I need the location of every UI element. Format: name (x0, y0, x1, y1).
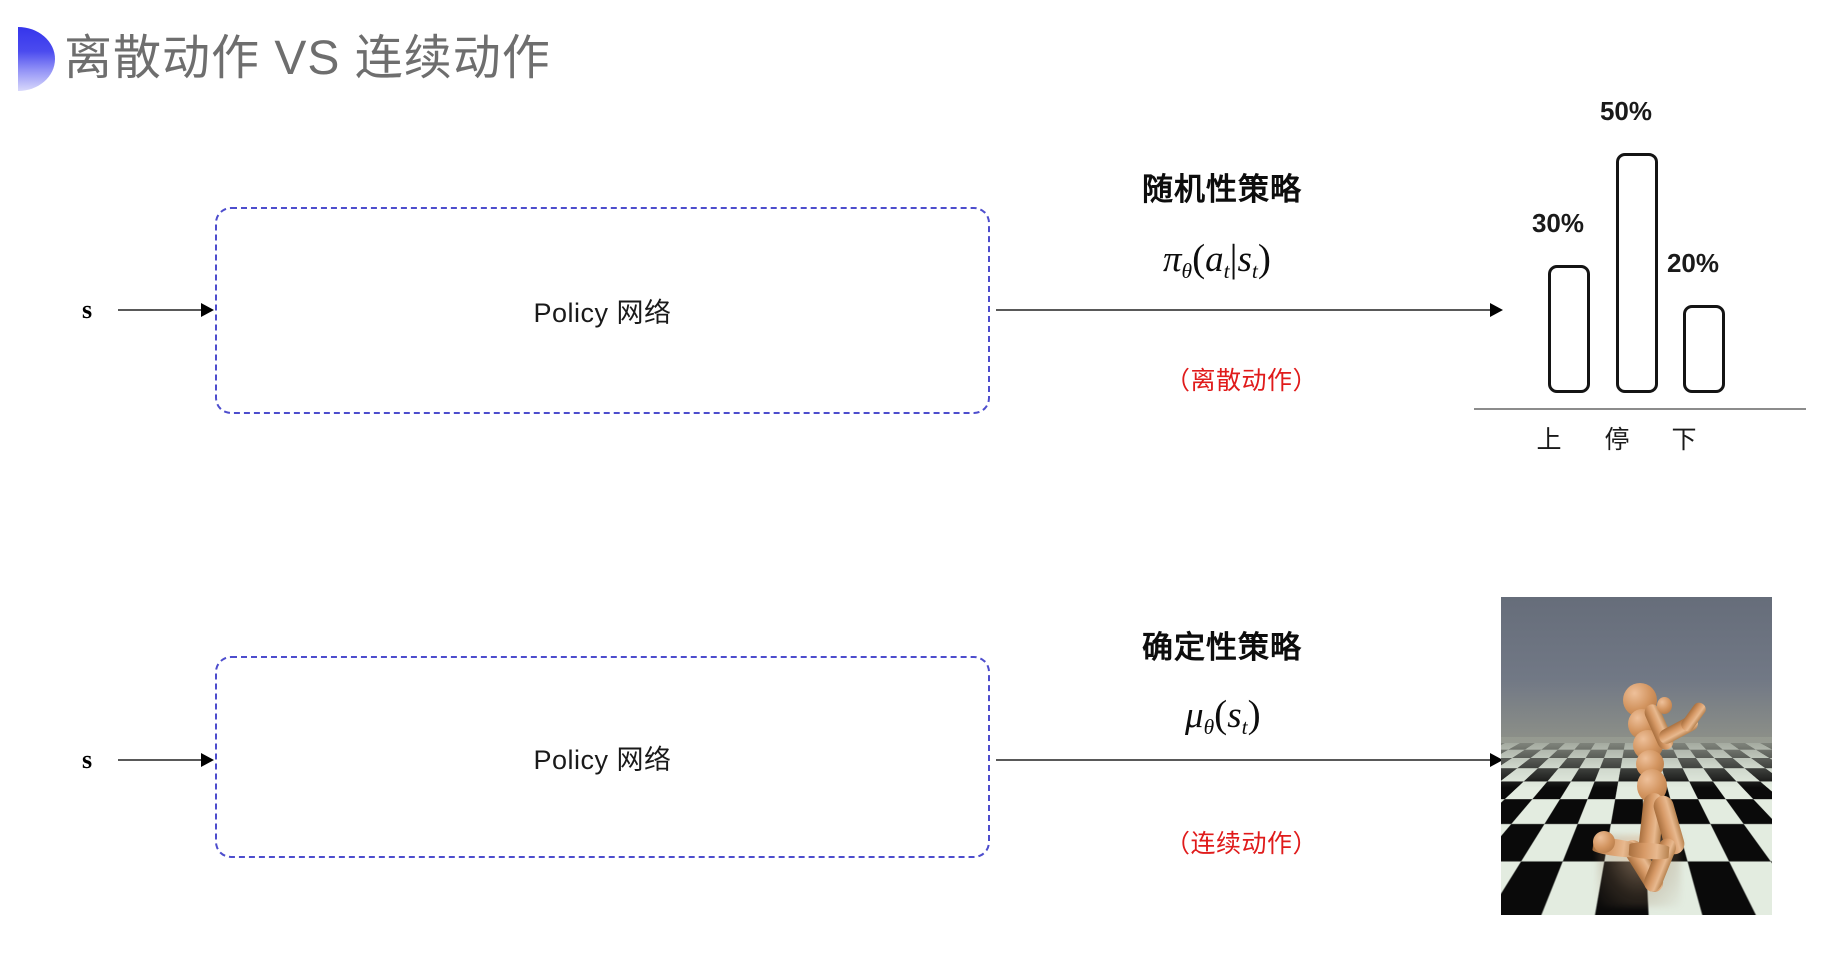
formula-fn: μ (1185, 695, 1204, 736)
policy-formula-continuous: μθ(st) (1185, 692, 1261, 740)
state-label-continuous: s (82, 745, 93, 774)
page-title: 离散动作 VS 连续动作 (64, 32, 551, 85)
formula-open-paren: ( (1192, 237, 1206, 280)
tick-label-0: 上 (1536, 426, 1562, 454)
formula-fn: π (1163, 239, 1182, 280)
bar-1 (1616, 153, 1658, 393)
formula-arg1: a (1205, 239, 1224, 280)
bar-value-2: 20% (1666, 248, 1720, 278)
policy-type-title-discrete: 随机性策略 (1142, 172, 1302, 207)
formula-bar: | (1229, 237, 1238, 280)
policy-network-box-discrete[interactable]: Policy 网络 (215, 207, 990, 414)
formula-close-paren: ) (1247, 693, 1261, 736)
policy-network-label: Policy 网络 (533, 744, 672, 775)
bar-value-1: 50% (1599, 96, 1653, 126)
humanoid-left-hand (1657, 697, 1672, 714)
bar-0 (1548, 265, 1590, 393)
policy-formula-discrete: πθ(at|st) (1163, 236, 1271, 284)
state-label-discrete: s (82, 295, 93, 324)
formula-open-paren: ( (1214, 693, 1228, 736)
bar-value-0: 30% (1531, 208, 1585, 238)
policy-network-label: Policy 网络 (533, 298, 672, 328)
policy-note-continuous: （连续动作） (1165, 830, 1319, 858)
formula-arg2: s (1237, 239, 1252, 280)
input-arrow-continuous (118, 753, 214, 767)
bar-2 (1683, 305, 1725, 393)
chart-axis-line (1474, 408, 1806, 410)
output-arrow-continuous (996, 753, 1506, 767)
output-arrow-discrete (996, 303, 1506, 317)
formula-close-paren: ) (1257, 237, 1271, 280)
policy-network-box-continuous[interactable]: Policy 网络 (215, 656, 990, 858)
policy-note-discrete: （离散动作） (1165, 367, 1319, 395)
formula-arg1: s (1227, 695, 1242, 736)
input-arrow-discrete (118, 303, 214, 317)
formula-arg1-sub: t (1223, 258, 1230, 283)
formula-arg1-sub: t (1241, 714, 1248, 739)
humanoid-right-ankle (1593, 831, 1615, 853)
humanoid-simulation-image (1501, 597, 1772, 915)
tick-label-2: 下 (1671, 426, 1697, 454)
tick-label-1: 停 (1604, 426, 1630, 454)
formula-arg2-sub: t (1251, 258, 1258, 283)
formula-fn-sub: θ (1181, 258, 1193, 283)
formula-fn-sub: θ (1203, 714, 1215, 739)
action-probability-bar-chart: 30% 50% 20% (1470, 95, 1810, 395)
policy-type-title-continuous: 确定性策略 (1142, 630, 1302, 665)
title-decoration-icon (18, 27, 55, 91)
